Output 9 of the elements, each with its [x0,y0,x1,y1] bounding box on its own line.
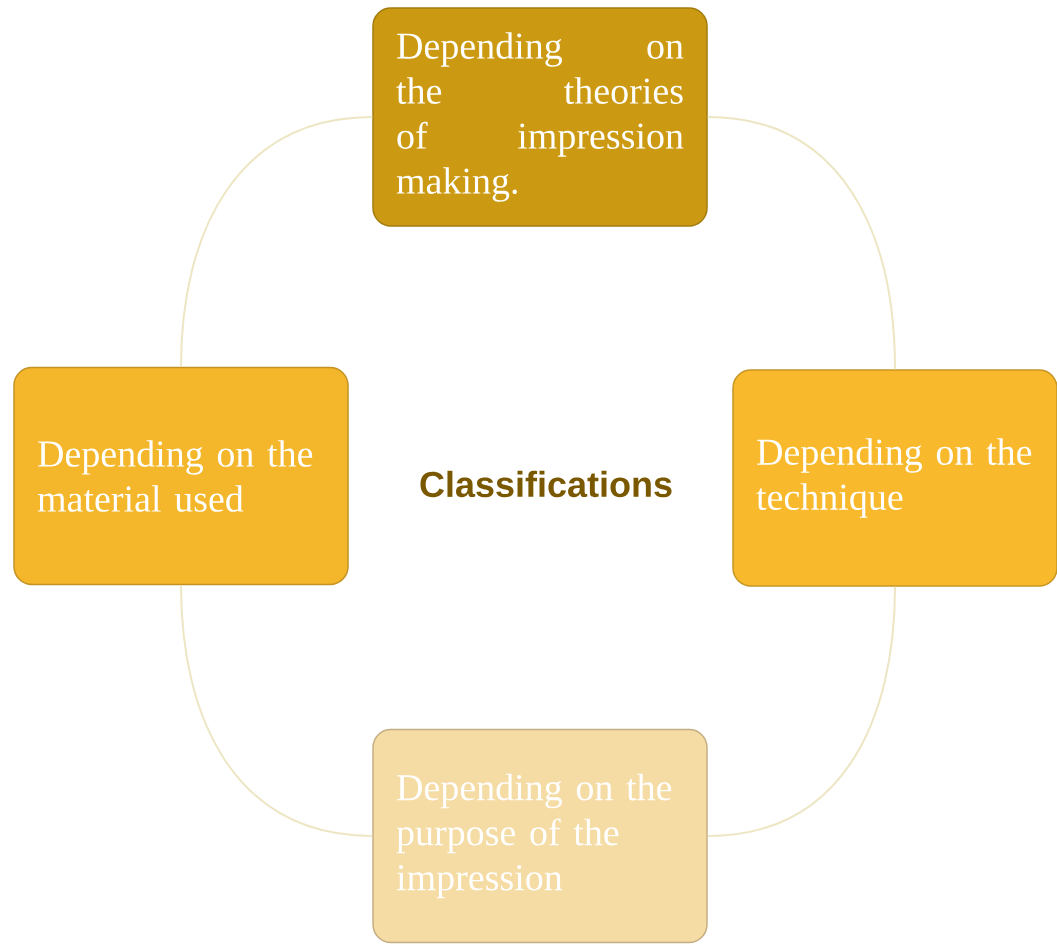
connector-arc [180,116,374,368]
connector-arc [706,116,896,371]
connector-arc [706,585,896,837]
process-box: Depending on the theories of impression making. [372,7,708,227]
center-label: Classifications [420,470,672,498]
process-box: Depending on the material used [13,366,349,586]
connector-arc [180,584,374,837]
process-box: Depending on the technique [732,369,1057,587]
process-box: Depending on the purpose of the impression [372,728,708,944]
